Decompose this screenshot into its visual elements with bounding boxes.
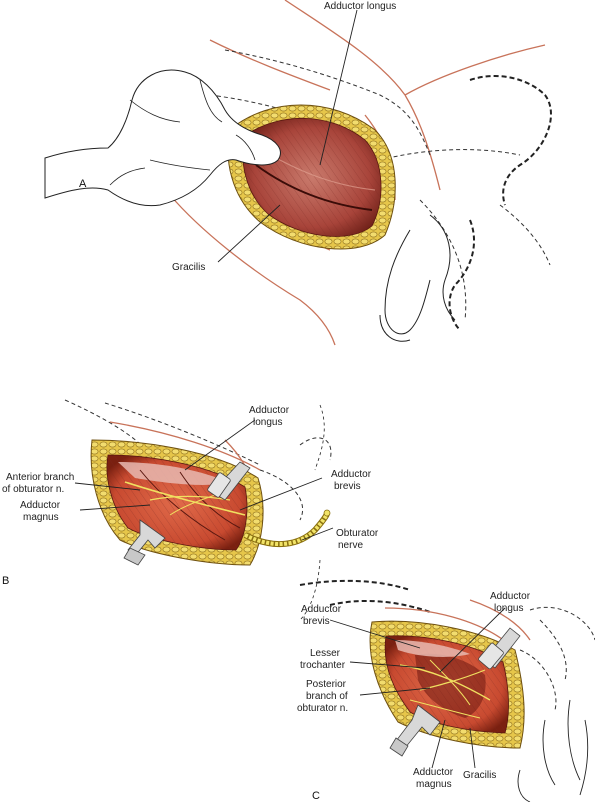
label-c-posterior-branch-2: branch of: [306, 691, 348, 702]
label-c-posterior-branch-1: Posterior: [306, 679, 347, 690]
label-c-adductor-magnus-2: magnus: [416, 779, 452, 790]
label-b-adductor-magnus-2: magnus: [23, 512, 59, 523]
retractor-b-lower: [123, 519, 166, 566]
label-b-anterior-branch-1: Anterior branch: [6, 472, 74, 483]
label-c-adductor-brevis-2: brevis: [303, 616, 330, 627]
label-b-adductor-magnus-1: Adductor: [20, 500, 61, 511]
label-b-obturator-nerve-1: Obturator: [336, 528, 379, 539]
panel-letter-a: A: [79, 178, 87, 190]
panel-a: Adductor longus Gracilis A: [44, 0, 552, 346]
label-b-adductor-brevis-2: brevis: [334, 481, 361, 492]
label-c-adductor-brevis-1: Adductor: [301, 604, 342, 615]
label-c-lesser-trochanter-2: trochanter: [300, 660, 346, 671]
retractor-c-upper: [478, 627, 521, 670]
panel-letter-c: C: [312, 790, 320, 802]
label-c-posterior-branch-3: obturator n.: [297, 703, 348, 714]
panel-letter-b: B: [2, 575, 9, 587]
label-c-gracilis: Gracilis: [463, 770, 496, 781]
label-b-adductor-longus-2: longus: [253, 417, 282, 428]
label-b-obturator-nerve-2: nerve: [338, 540, 363, 551]
label-c-adductor-longus-1: Adductor: [490, 591, 531, 602]
retractor-c-lower: [389, 704, 441, 757]
label-a-gracilis: Gracilis: [172, 262, 205, 273]
label-b-anterior-branch-2: of obturator n.: [2, 484, 64, 495]
retractor-b-upper: [207, 461, 251, 501]
panel-b: Adductor longus Anterior branch of obtur…: [2, 399, 379, 621]
label-a-adductor-longus: Adductor longus: [324, 1, 396, 12]
label-c-lesser-trochanter-1: Lesser: [310, 648, 341, 659]
label-b-adductor-longus-1: Adductor: [249, 405, 290, 416]
label-c-adductor-longus-2: longus: [494, 603, 523, 614]
label-c-adductor-magnus-1: Adductor: [413, 767, 454, 778]
label-b-adductor-brevis-1: Adductor: [331, 469, 372, 480]
panel-c: Adductor brevis Adductor longus Lesser t…: [297, 579, 595, 802]
